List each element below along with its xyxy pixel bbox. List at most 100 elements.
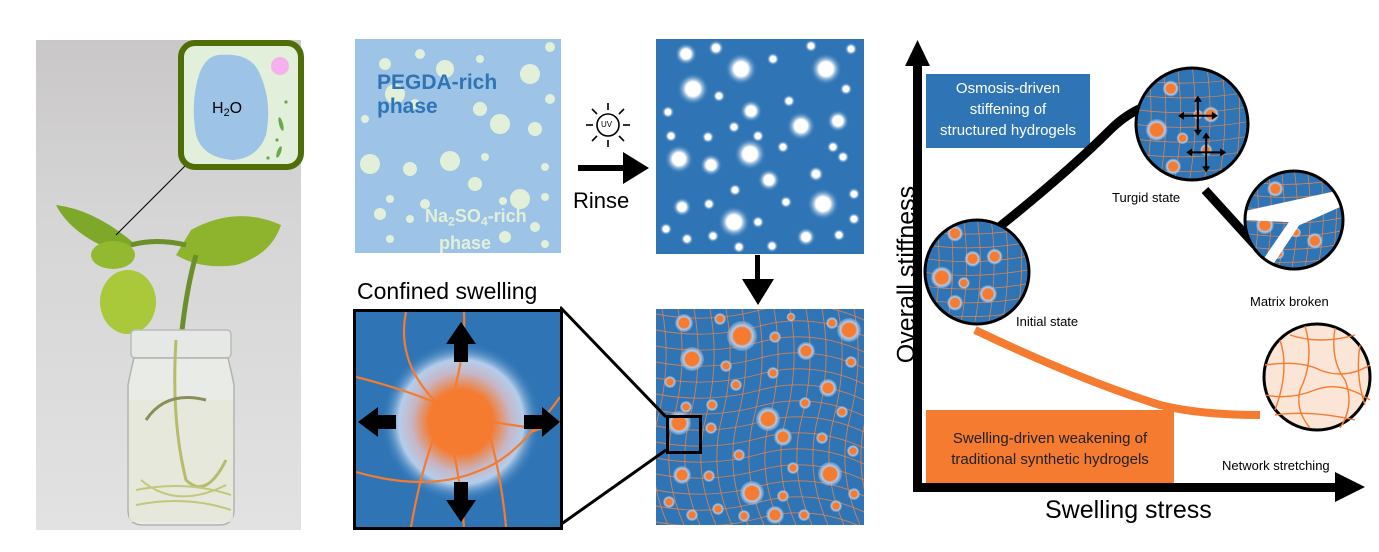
x-axis-arrow-icon [1335, 472, 1365, 502]
weakening-curve [973, 326, 1261, 419]
salt-droplet [541, 193, 549, 201]
droplet [703, 470, 715, 482]
uv-process: UV Rinse [573, 92, 655, 213]
droplet [798, 509, 810, 521]
salt-droplet [499, 197, 507, 205]
initial-state-label: Initial state [1016, 314, 1079, 329]
pore [757, 168, 781, 192]
cell-label-sub: 2 [223, 107, 230, 120]
cell-label-o: O [229, 100, 243, 117]
droplet [673, 466, 691, 484]
turgid-state-circle [1134, 66, 1250, 182]
droplet [797, 342, 815, 360]
salt-droplets [360, 42, 555, 248]
pore [765, 239, 779, 253]
salt-sub-4: 4 [480, 214, 488, 229]
droplet [816, 432, 828, 444]
pore [718, 206, 750, 238]
droplet [730, 379, 742, 391]
pore [804, 39, 818, 53]
salt-droplet [440, 151, 460, 171]
pore [708, 40, 724, 56]
initial-state-circle [923, 218, 1031, 326]
pore [786, 111, 816, 141]
salt-droplet [490, 114, 510, 134]
droplet [714, 313, 726, 325]
plant-illustration [56, 159, 281, 526]
weakening-line1: Swelling-driven weakening of [952, 430, 1148, 447]
salt-droplet [385, 84, 405, 104]
droplet [947, 225, 963, 242]
salt-droplet [545, 94, 555, 104]
salt-droplet [379, 58, 391, 70]
droplet [663, 496, 675, 508]
droplet [766, 506, 784, 524]
droplet [664, 376, 676, 388]
vacuole [193, 54, 269, 160]
osmosis-line3: structured hydrogels [940, 122, 1076, 139]
x-axis [913, 483, 1338, 492]
droplet [845, 356, 857, 368]
crack [1242, 188, 1346, 272]
pore [826, 140, 840, 154]
pore [728, 183, 742, 197]
pores [659, 39, 861, 254]
osmosis-line1: Osmosis-driven [955, 80, 1061, 97]
pore [734, 138, 766, 170]
droplet [1162, 80, 1179, 97]
droplet [1176, 132, 1189, 145]
droplet [777, 490, 789, 502]
pore [674, 42, 698, 66]
droplet [947, 294, 963, 311]
rinse-label: Rinse [573, 188, 630, 213]
pore [847, 212, 861, 226]
droplet [957, 277, 970, 289]
turgid-state-label: Turgid state [1112, 190, 1181, 205]
salt-sub-2: 2 [448, 214, 455, 229]
salt-droplet [403, 162, 417, 176]
porous-hydrogel-panel [656, 39, 864, 254]
droplet [847, 445, 859, 457]
droplet [826, 317, 838, 329]
pore [699, 153, 723, 177]
confined-swelling-title: Confined swelling [357, 278, 538, 304]
salt-droplet [476, 55, 484, 63]
salt-label: Na2SO4-rich phase [425, 205, 527, 253]
salt-label-line2: phase [439, 233, 492, 253]
droplet [986, 248, 1003, 265]
droplet [680, 401, 692, 413]
salt-droplet [510, 189, 530, 209]
pore [832, 228, 846, 242]
network-hydrogel-panel [656, 309, 864, 525]
droplet [837, 318, 861, 342]
pore [844, 42, 858, 56]
network-stretching-circle [1262, 322, 1372, 432]
salt-droplet [420, 199, 430, 209]
droplet [799, 397, 811, 409]
salt-droplet [436, 60, 454, 78]
weakening-box-text: Swelling-driven weakening of traditional… [926, 428, 1174, 470]
droplet [1306, 232, 1323, 249]
polymer-network [656, 309, 864, 525]
droplet [1165, 158, 1182, 175]
leaf [176, 216, 281, 267]
salt-droplet [520, 64, 540, 84]
pore [664, 129, 678, 143]
salt-droplet [360, 154, 380, 174]
pore [808, 166, 824, 182]
droplet [848, 488, 860, 500]
salt-droplet [386, 195, 394, 203]
pore [706, 229, 720, 243]
arrow-up-icon [446, 322, 476, 362]
y-axis-arrow-icon [905, 40, 930, 66]
salt-droplet [410, 99, 420, 109]
pore [677, 73, 709, 105]
pore [659, 222, 673, 236]
droplet [786, 312, 796, 322]
leaf [100, 270, 156, 334]
droplet [1145, 118, 1168, 141]
pore [672, 197, 692, 217]
salt-droplet [545, 42, 555, 52]
droplet [727, 321, 757, 351]
pore [810, 53, 842, 85]
